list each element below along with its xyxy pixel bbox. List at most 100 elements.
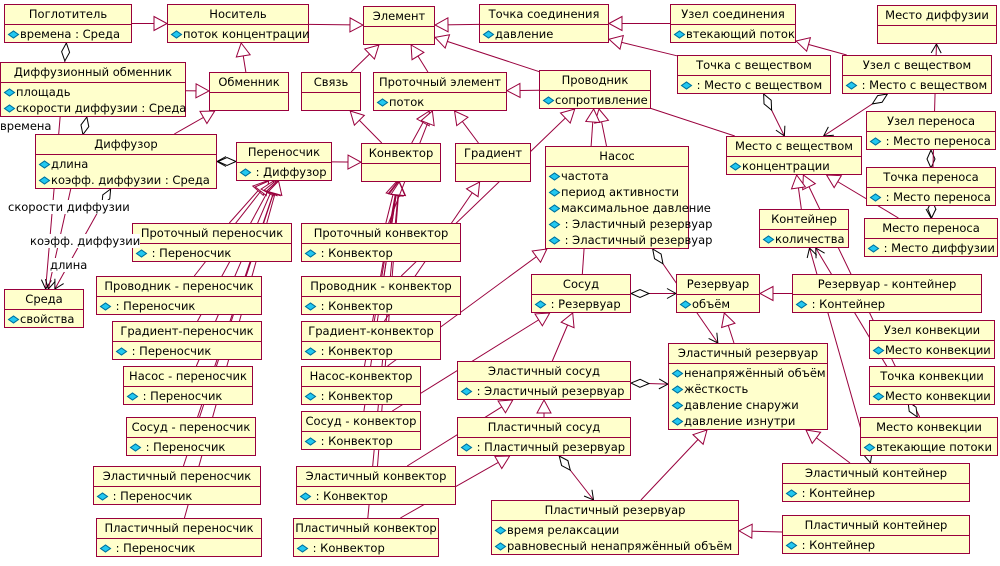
generalization-arrowhead-icon — [494, 455, 511, 470]
attribute-row: : Переносчик — [115, 343, 259, 359]
class-attributes: : Контейнер — [793, 295, 981, 314]
class-box[interactable]: Точка переноса : Место переноса — [866, 167, 996, 206]
attribute-text: концентрации — [742, 159, 830, 173]
class-box[interactable]: Сосуд : Резервуар — [531, 274, 631, 313]
class-box[interactable]: Насос-конвектор : Конвектор — [301, 366, 421, 405]
class-box[interactable]: Пластичный сосуд : Пластичный резервуар — [457, 417, 631, 456]
class-box[interactable]: Пластичный переносчик : Переносчик — [96, 518, 262, 557]
attribute-row: втекающий поток — [673, 26, 795, 42]
class-box[interactable]: Обменник — [209, 72, 289, 111]
aggregation-relation — [215, 156, 238, 167]
attribute-row: : Переносчик — [99, 298, 259, 314]
class-box[interactable]: Точка с веществом : Место с веществом — [677, 55, 831, 94]
aggregation-diamond-icon — [629, 288, 651, 299]
class-box[interactable]: Сосуд - конвектор : Конвектор — [301, 411, 421, 450]
generalization-arrowhead-icon — [453, 110, 469, 127]
class-box[interactable]: Проводник - переносчик : Переносчик — [96, 276, 262, 315]
class-attributes: : Место переноса — [867, 188, 995, 207]
class-name: Узел соединения — [671, 5, 795, 25]
class-attributes: : Переносчик — [97, 297, 261, 316]
class-box[interactable]: Связь — [301, 72, 361, 111]
class-box[interactable]: Конвектор — [361, 143, 441, 182]
class-box[interactable]: Сосуд - переносчик : Переносчик — [126, 417, 256, 456]
class-box[interactable]: Эластичный переносчик : Переносчик — [93, 466, 261, 505]
class-box[interactable]: Эластичный конвектор : Конвектор — [296, 466, 456, 505]
class-box[interactable]: Насос - переносчик : Переносчик — [123, 366, 253, 405]
generalization-relation — [758, 285, 792, 302]
class-box[interactable]: Эластичный сосуд : Эластичный резервуар — [457, 361, 631, 400]
attribute-icon — [494, 525, 507, 535]
class-box[interactable]: Проточный конвектор : Конвектор — [301, 223, 461, 262]
attribute-row: : Конвектор — [304, 245, 458, 261]
generalization-arrowhead-icon — [790, 173, 807, 190]
attribute-icon — [7, 29, 20, 39]
class-box[interactable]: Место переноса : Место диффузии — [864, 218, 998, 257]
class-box[interactable]: Градиент — [455, 143, 531, 182]
attribute-row: период активности — [548, 184, 686, 200]
class-name: Градиент-переносчик — [113, 322, 261, 342]
attribute-icon — [96, 491, 109, 501]
class-attributes: давление — [480, 25, 608, 44]
generalization-arrowhead-icon — [363, 44, 380, 61]
attribute-text: : Место с веществом — [858, 78, 988, 92]
generalization-arrowhead-icon — [805, 429, 822, 445]
attribute-text: коэфф. диффузии : Среда — [51, 173, 210, 187]
attribute-row: : Переносчик — [126, 388, 250, 404]
class-box[interactable]: Узел переноса : Место переноса — [866, 111, 996, 150]
class-name: Проводник — [540, 71, 650, 91]
class-name: Место диффузии — [878, 6, 996, 26]
class-attributes: : Контейнер — [783, 484, 969, 503]
attribute-row: : Переносчик — [96, 488, 258, 504]
class-box[interactable]: Резервуар - контейнер : Контейнер — [792, 274, 982, 313]
aggregation-diamond-icon — [763, 92, 773, 112]
attribute-row: : Контейнер — [795, 296, 979, 312]
attribute-row: жёсткость — [671, 381, 825, 397]
class-attributes: втекающие потоки — [861, 438, 997, 457]
class-box[interactable]: Место диффузии — [877, 5, 997, 44]
class-name: Насос-конвектор — [302, 367, 420, 387]
class-box[interactable]: Градиент-переносчик : Переносчик — [112, 321, 262, 360]
generalization-arrowhead-icon — [794, 37, 812, 53]
class-box[interactable]: Переносчик : Диффузор — [236, 142, 332, 181]
attribute-icon — [867, 243, 880, 253]
class-box[interactable]: Пластичный контейнер : Контейнер — [782, 515, 970, 554]
class-box[interactable]: Узел с веществом : Место с веществом — [842, 55, 992, 94]
class-box[interactable]: Градиент-конвектор : Конвектор — [301, 321, 441, 360]
attribute-row: Место конвекции — [872, 342, 992, 358]
class-box[interactable]: Пластичный конвектор : Конвектор — [293, 518, 439, 557]
class-name: Место конвекции — [861, 418, 997, 438]
class-attributes: : Конвектор — [302, 244, 460, 263]
attribute-icon — [376, 97, 389, 107]
class-box[interactable]: Эластичный контейнер : Контейнер — [782, 463, 970, 502]
attribute-text: : Конвектор — [317, 389, 393, 403]
attribute-icon — [239, 167, 252, 177]
attribute-row: : Место переноса — [869, 133, 993, 149]
class-box[interactable]: Проводник - конвектор : Конвектор — [301, 276, 461, 315]
class-attributes — [362, 164, 440, 181]
class-box[interactable]: Проточный переносчик : Переносчик — [132, 223, 292, 262]
class-attributes: свойства — [5, 310, 83, 329]
attribute-row: : Место с веществом — [845, 77, 989, 93]
attribute-row: втекающие потоки — [863, 439, 995, 455]
class-box[interactable]: Элемент — [363, 6, 435, 45]
attribute-row: : Пластичный резервуар — [460, 439, 628, 455]
